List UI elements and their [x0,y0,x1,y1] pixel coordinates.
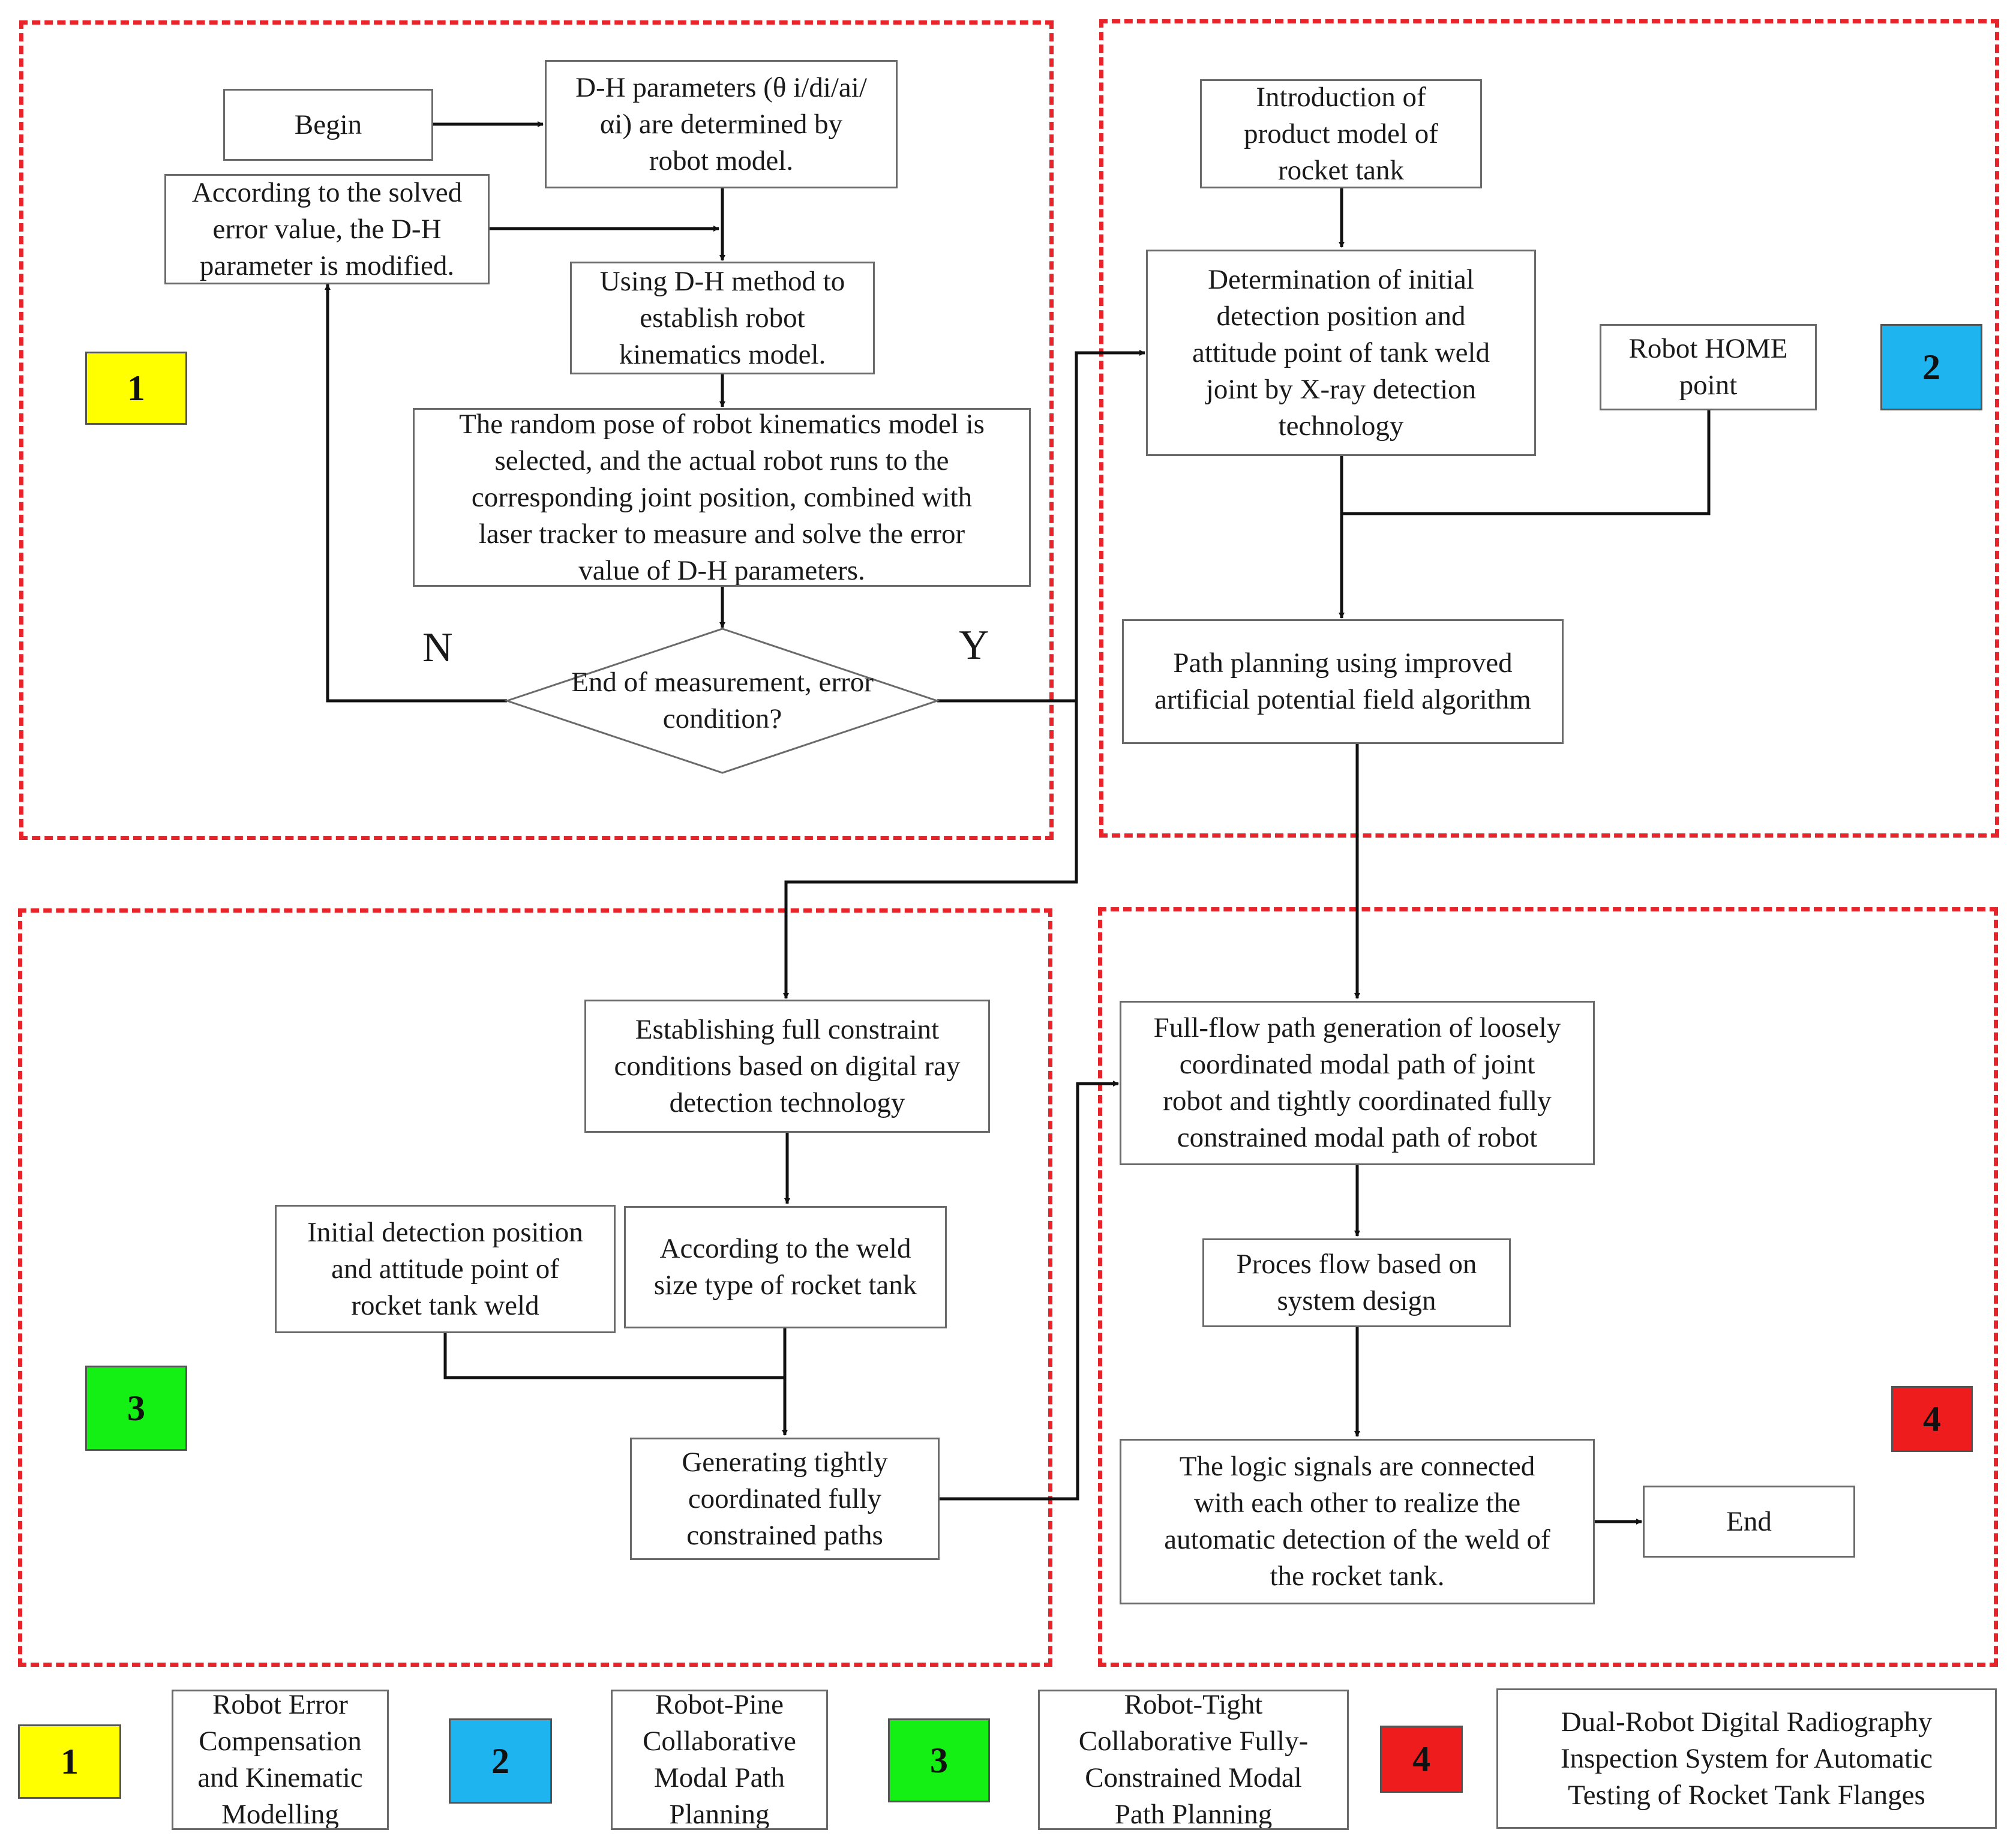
arrow-decision-yes-to-initial-detect [937,350,1145,703]
dh-parameters-node: D-H parameters (θ i/di/ai/ αi) are deter… [545,60,898,188]
line-robot-home-to-join [1342,410,1711,515]
legend-text-4: Dual-Robot Digital Radiography Inspectio… [1496,1688,1997,1829]
legend-badge-1: 1 [18,1724,121,1799]
random-pose-node: The random pose of robot kinematics mode… [413,408,1031,587]
weld-size-node: According to the weld size type of rocke… [624,1206,947,1328]
arrow-decision-no-to-dh-modify [325,284,507,703]
tight-paths-node: Generating tightly coordinated fully con… [630,1438,940,1560]
region-2-badge: 2 [1880,324,1982,410]
end-node: End [1643,1486,1855,1558]
region-4-boundary [1098,907,1998,1667]
region-3-boundary [18,908,1052,1667]
legend-text-2: Robot-Pine Collaborative Modal Path Plan… [611,1690,828,1830]
robot-home-node: Robot HOME point [1600,324,1817,410]
legend-text-1: Robot Error Compensation and Kinematic M… [172,1690,389,1830]
intro-model-node: Introduction of product model of rocket … [1200,79,1482,188]
dh-modify-node: According to the solved error value, the… [164,174,490,284]
legend-badge-2: 2 [449,1718,552,1804]
begin-node: Begin [223,89,433,161]
full-flow-node: Full-flow path generation of loosely coo… [1120,1001,1595,1165]
decision-yes-label: Y [959,622,989,668]
line-initial-point-to-join [443,1333,785,1379]
region-4-badge: 4 [1891,1386,1973,1452]
dh-method-node: Using D-H method to establish robot kine… [570,262,875,374]
full-constraint-node: Establishing full constraint conditions … [584,1000,990,1133]
region-3-badge: 3 [85,1366,187,1451]
legend-badge-3: 3 [888,1718,990,1802]
initial-point-node: Initial detection position and attitude … [275,1205,616,1333]
logic-signals-node: The logic signals are connected with eac… [1120,1439,1595,1604]
path-planning-node: Path planning using improved artificial … [1122,619,1564,744]
region-1-boundary [19,20,1054,840]
decision-no-label: N [422,625,453,671]
legend-badge-4: 4 [1380,1726,1463,1793]
region-2-boundary [1099,19,1999,838]
decision-diamond [504,628,940,774]
process-flow-node: Proces flow based on system design [1202,1238,1511,1327]
decision-label: End of measurement, error condition? [571,667,874,734]
arrow-tight-paths-to-full-flow [940,1081,1119,1501]
legend-text-3: Robot-Tight Collaborative Fully- Constra… [1038,1690,1349,1830]
arrow-decision-yes-to-full-constraint [783,701,1078,999]
initial-detection-node: Determination of initial detection posit… [1146,250,1536,456]
region-1-badge: 1 [85,352,187,425]
